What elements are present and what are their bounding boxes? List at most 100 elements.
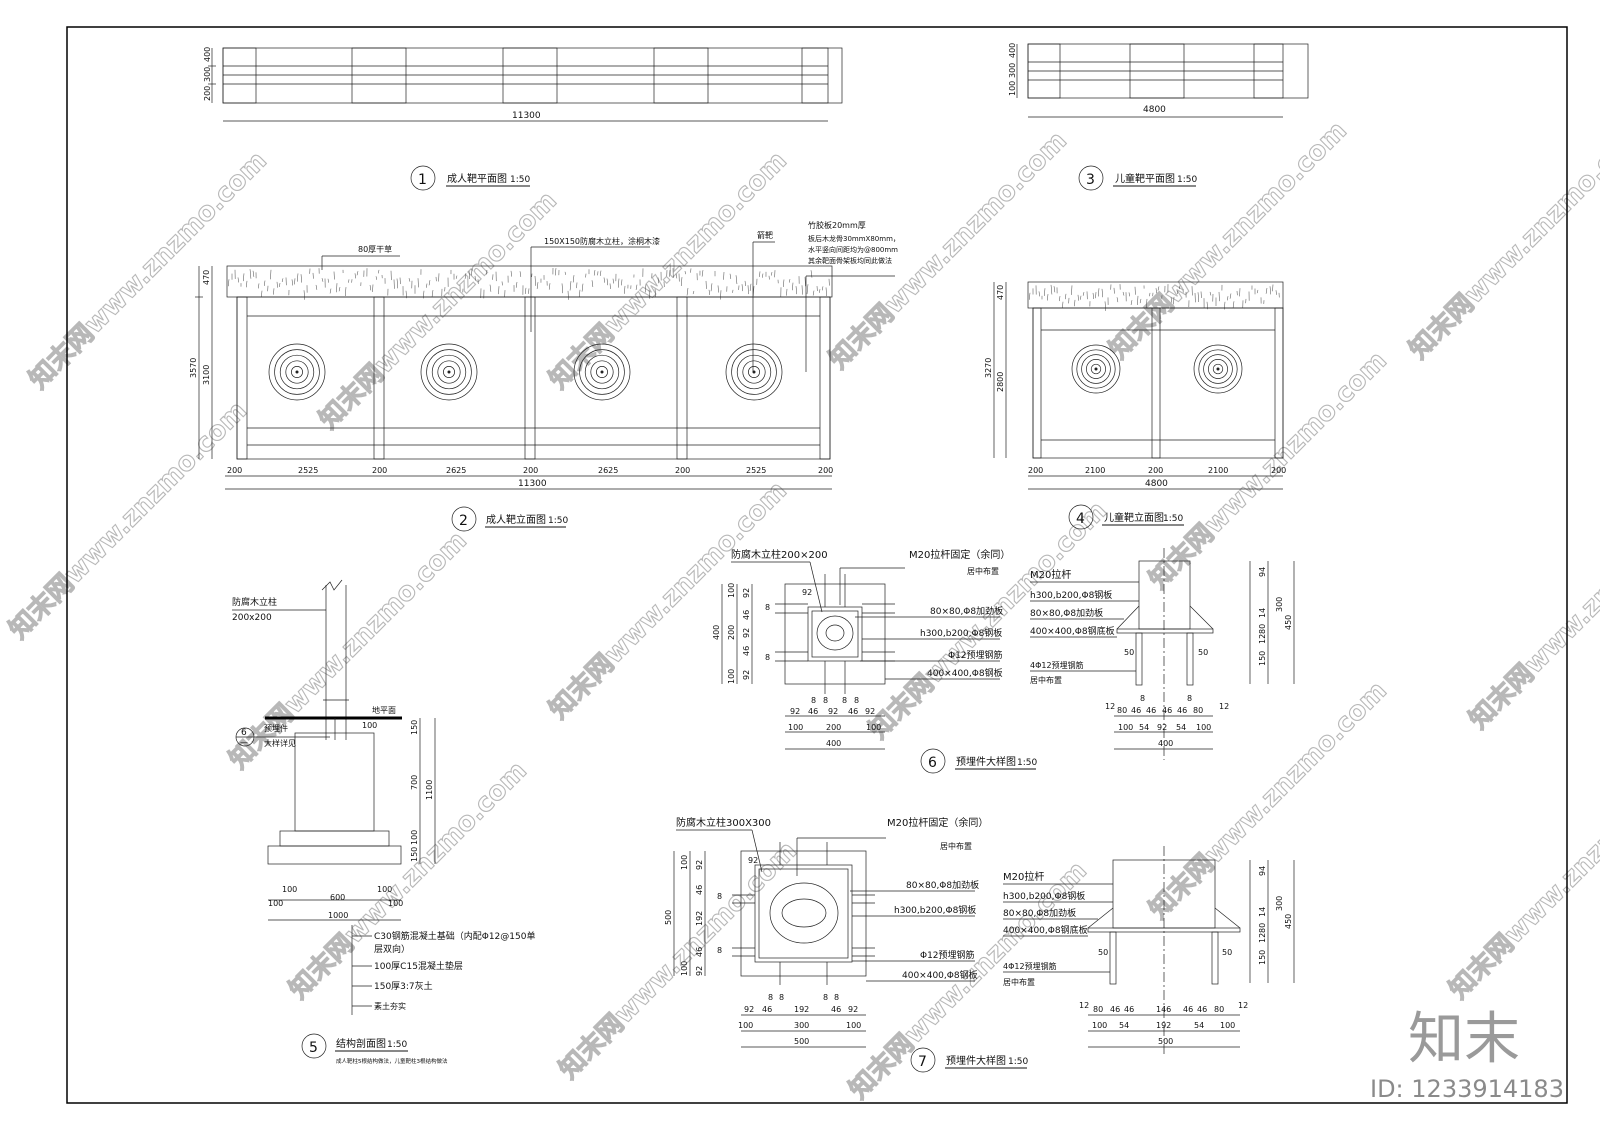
svg-text:92: 92	[828, 707, 838, 716]
title-2: 2 成人靶立面图 1:50	[451, 506, 568, 532]
svg-text:居中布置: 居中布置	[1030, 675, 1062, 685]
svg-text:50: 50	[1198, 648, 1208, 657]
svg-text:92: 92	[742, 670, 751, 680]
svg-text:150: 150	[1258, 651, 1267, 666]
svg-text:192: 192	[695, 911, 704, 926]
svg-text:M20拉杆固定（余同）: M20拉杆固定（余同）	[887, 816, 988, 829]
svg-text:192: 192	[1156, 1021, 1171, 1030]
svg-text:92: 92	[848, 1005, 858, 1014]
target-rings	[268, 343, 326, 401]
watermark-text: 知末网www.znzmo.com	[1104, 116, 1353, 365]
svg-text:150X150防腐木立柱，涂桐木漆: 150X150防腐木立柱，涂桐木漆	[544, 236, 660, 246]
svg-text:200: 200	[1271, 466, 1286, 475]
svg-text:12: 12	[1105, 702, 1115, 711]
image-id: ID: 1233914183	[1370, 1075, 1564, 1103]
watermark-text: 知末网www.znzmo.com	[1444, 756, 1600, 1005]
svg-text:400: 400	[712, 625, 721, 640]
svg-text:200x200: 200x200	[232, 613, 272, 623]
svg-text:100: 100	[866, 723, 881, 732]
svg-text:300: 300	[1275, 597, 1284, 612]
svg-text:46: 46	[1110, 1005, 1120, 1014]
svg-text:8: 8	[717, 892, 722, 901]
svg-text:300: 300	[794, 1021, 809, 1030]
svg-text:54: 54	[1194, 1021, 1204, 1030]
svg-text:居中布置: 居中布置	[967, 566, 999, 576]
svg-text:200: 200	[675, 466, 690, 475]
svg-text:46: 46	[1146, 706, 1156, 715]
title-6: 6 预埋件大样图 1:50	[920, 748, 1037, 774]
svg-text:200: 200	[372, 466, 387, 475]
svg-text:50: 50	[1222, 948, 1232, 957]
svg-text:儿童靶立面图: 儿童靶立面图	[1104, 511, 1164, 524]
svg-text:500: 500	[1158, 1037, 1173, 1046]
svg-text:50: 50	[1124, 648, 1134, 657]
svg-text:94: 94	[1258, 866, 1267, 876]
svg-text:M20拉杆: M20拉杆	[1003, 870, 1044, 883]
svg-text:2800: 2800	[996, 372, 1005, 392]
svg-text:100: 100	[727, 583, 736, 598]
plan1-dim-c: 200	[203, 86, 212, 101]
svg-text:500: 500	[664, 910, 673, 925]
svg-text:146: 146	[1156, 1005, 1171, 1014]
svg-text:80: 80	[1193, 706, 1203, 715]
svg-text:46: 46	[808, 707, 818, 716]
title-7: 7 预埋件大样图 1:50	[910, 1047, 1028, 1073]
svg-text:470: 470	[996, 285, 1005, 300]
svg-text:470: 470	[202, 270, 211, 285]
svg-text:100: 100	[362, 721, 377, 730]
svg-text:居中布置: 居中布置	[940, 841, 972, 851]
svg-text:预埋件: 预埋件	[264, 723, 288, 733]
svg-text:14: 14	[1258, 907, 1267, 917]
svg-text:Φ12预埋钢筋: Φ12预埋钢筋	[920, 949, 975, 961]
svg-text:46: 46	[1197, 1005, 1207, 1014]
svg-text:4800: 4800	[1145, 479, 1168, 489]
svg-text:6: 6	[241, 728, 247, 738]
svg-text:防腐木立柱: 防腐木立柱	[232, 596, 277, 608]
svg-text:200: 200	[727, 625, 736, 640]
svg-text:8: 8	[1140, 694, 1145, 703]
svg-text:100: 100	[377, 885, 392, 894]
title-5: 5 结构剖面图 1:50 成人靶柱5根结构做法，儿童靶柱3根结构做法	[301, 1033, 448, 1065]
svg-text:92: 92	[742, 628, 751, 638]
svg-text:92: 92	[695, 966, 704, 976]
svg-text:8: 8	[779, 993, 784, 1002]
svg-text:54: 54	[1139, 723, 1149, 732]
child-target-plan: 400 300 100 4800	[1008, 43, 1309, 118]
svg-text:8: 8	[823, 696, 828, 705]
svg-text:150: 150	[410, 720, 419, 735]
svg-text:防腐木立柱200×200: 防腐木立柱200×200	[731, 548, 828, 561]
watermark-text: 知末网www.znzmo.com	[1464, 486, 1600, 735]
svg-text:400: 400	[1158, 739, 1173, 748]
svg-text:h300,b200,Φ8钢板: h300,b200,Φ8钢板	[1030, 589, 1112, 601]
svg-text:92: 92	[748, 856, 758, 865]
svg-text:80厚干草: 80厚干草	[358, 244, 392, 254]
svg-text:46: 46	[762, 1005, 772, 1014]
svg-text:居中布置: 居中布置	[1003, 977, 1035, 987]
svg-text:300: 300	[1008, 63, 1017, 78]
watermark-text: 知末网www.znzmo.com	[4, 396, 253, 645]
watermark-layer: 知末网www.znzmo.com 知末网www.znzmo.com 知末网www.z…	[3, 115, 1600, 1105]
svg-text:其余靶面骨架板均同此做法: 其余靶面骨架板均同此做法	[808, 256, 892, 265]
brand-logo: 知末	[1408, 1007, 1520, 1072]
svg-text:80×80,Φ8加劲板: 80×80,Φ8加劲板	[930, 605, 1003, 617]
svg-text:成人靶平面图: 成人靶平面图	[447, 172, 507, 185]
svg-text:46: 46	[1162, 706, 1172, 715]
svg-text:8: 8	[765, 653, 770, 662]
watermark-text: 知末网www.znzmo.com	[1404, 116, 1600, 365]
svg-text:200: 200	[1148, 466, 1163, 475]
title-1: 1 成人靶平面图 1:50	[410, 165, 530, 191]
embedded-part-detail-7: 防腐木立柱300X300 M20拉杆固定（余同） 居中布置 92 80×80,Φ…	[664, 816, 1295, 1055]
svg-text:Φ12预埋钢筋: Φ12预埋钢筋	[948, 649, 1003, 661]
svg-text:h300,b200,Φ8钢板: h300,b200,Φ8钢板	[920, 627, 1002, 639]
svg-text:200: 200	[523, 466, 538, 475]
svg-text:500: 500	[794, 1037, 809, 1046]
svg-text:92: 92	[865, 707, 875, 716]
svg-text:46: 46	[695, 885, 704, 895]
svg-text:地平面: 地平面	[372, 705, 396, 715]
svg-text:54: 54	[1176, 723, 1186, 732]
svg-text:2525: 2525	[746, 466, 766, 475]
brand-watermark: 知末 ID: 1233914183	[1370, 1007, 1564, 1103]
embedded-part-detail-6: 防腐木立柱200×200 M20拉杆固定（余同） 居中布置 92 80×80,Φ…	[712, 548, 1295, 760]
svg-text:150厚3:7灰土: 150厚3:7灰土	[374, 980, 433, 992]
svg-text:400×400,Φ8钢板: 400×400,Φ8钢板	[927, 667, 1003, 679]
